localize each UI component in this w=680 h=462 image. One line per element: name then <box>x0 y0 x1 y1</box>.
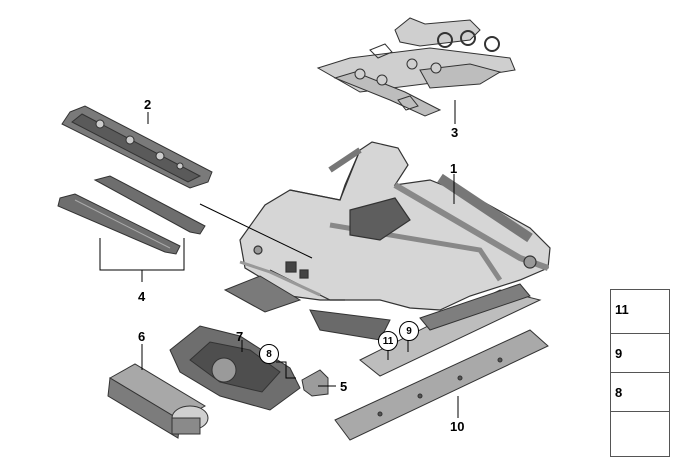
legend-row-8[interactable]: 8 <box>611 373 669 412</box>
callout-9-circle[interactable]: 9 <box>399 321 419 341</box>
callout-10[interactable]: 10 <box>450 419 465 434</box>
callout-6[interactable]: 6 <box>138 329 146 344</box>
legend-label: 9 <box>615 346 623 361</box>
callout-4[interactable]: 4 <box>138 289 146 304</box>
legend-row-11[interactable]: 11 <box>611 290 669 334</box>
callout-7[interactable]: 7 <box>236 329 244 344</box>
part-1-seat-frame[interactable] <box>239 141 551 311</box>
part-7-housing[interactable] <box>169 325 301 411</box>
callout-3[interactable]: 3 <box>451 125 459 140</box>
part-6-motor[interactable] <box>107 363 209 439</box>
part-2-seat-pan[interactable] <box>61 105 213 189</box>
callout-2[interactable]: 2 <box>144 97 152 112</box>
part-4-brackets[interactable] <box>57 175 206 255</box>
callout-5[interactable]: 5 <box>340 379 348 394</box>
legend-label: 11 <box>615 302 629 317</box>
seat-slide-rails[interactable] <box>223 275 542 377</box>
callout-8-circle[interactable]: 8 <box>259 344 279 364</box>
legend-row-reference[interactable] <box>611 412 669 456</box>
legend-row-9[interactable]: 9 <box>611 334 669 373</box>
callout-1[interactable]: 1 <box>450 161 458 176</box>
part-3-spring-harness[interactable] <box>316 17 516 117</box>
part-10-rail-strip[interactable] <box>334 329 549 441</box>
legend-panel: 11 9 8 <box>610 289 670 457</box>
legend-label: 8 <box>615 385 623 400</box>
callout-11-circle[interactable]: 11 <box>378 331 398 351</box>
part-5-bracket[interactable] <box>301 369 329 397</box>
